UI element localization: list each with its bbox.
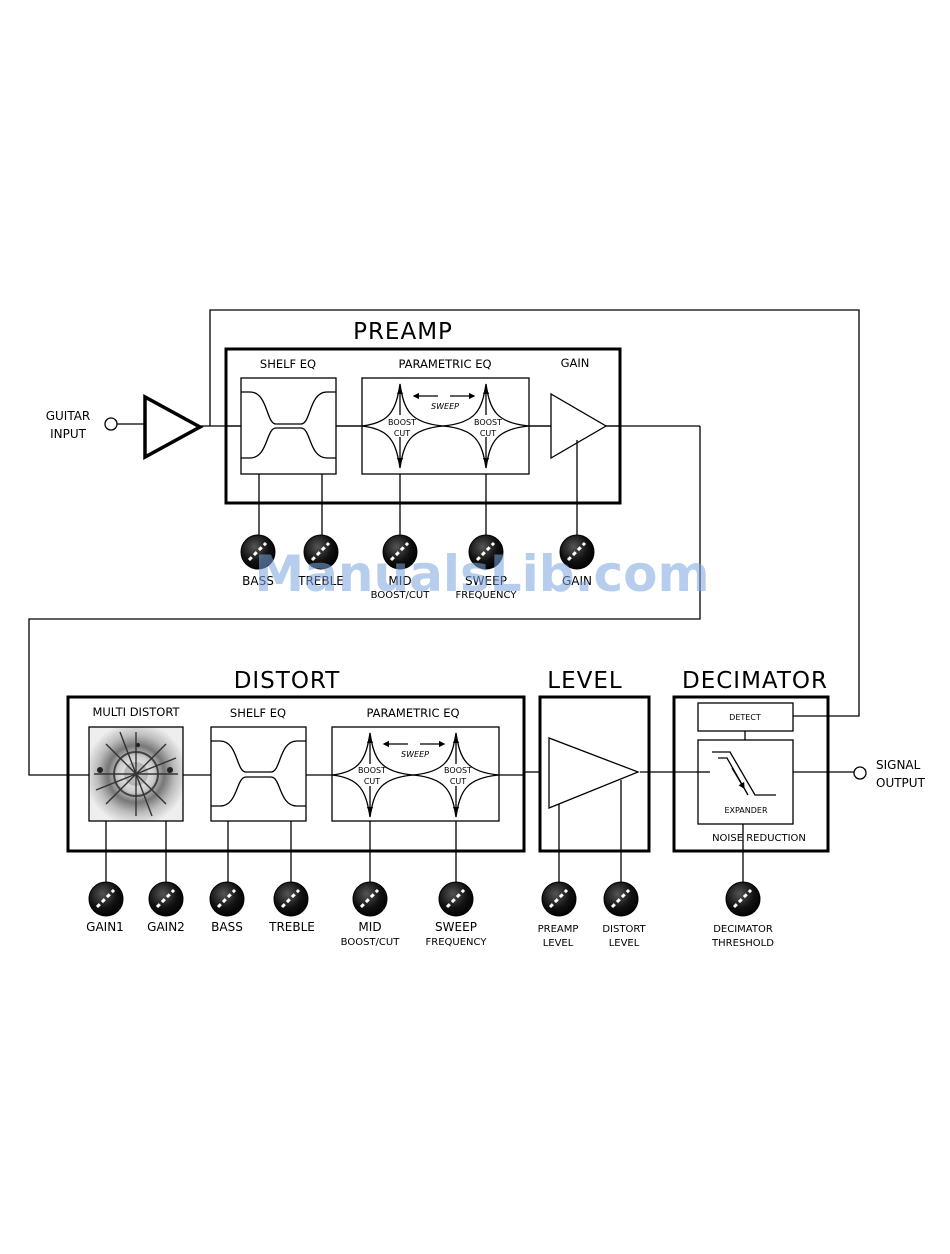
preamp-knob-label-mid: MID: [388, 574, 411, 588]
preamp-parametric-eq-graph: SWEEP BOOST CUT BOOST CUT: [361, 377, 530, 475]
preamp-boost-label-1: BOOST: [388, 418, 416, 427]
preamp-knob-label-sweep: SWEEP: [465, 574, 507, 588]
distort-knob-label-sweep: SWEEP: [435, 920, 477, 934]
input-jack-icon[interactable]: [104, 417, 118, 431]
preamp-level-knob[interactable]: [541, 881, 577, 917]
preamp-boost-label-2: BOOST: [474, 418, 502, 427]
preamp-title: PREAMP: [353, 319, 453, 345]
preamp-knob-label-sweep-2: FREQUENCY: [456, 590, 518, 601]
distort-cut-label-1: CUT: [364, 777, 380, 786]
preamp-knob-label-gain: GAIN: [562, 574, 592, 588]
preamp-section: PREAMP SHELF EQ PARAMETRIC EQ GAIN SWEEP…: [224, 319, 622, 540]
expander-box: [697, 739, 794, 825]
input-label-line1: GUITAR: [46, 409, 91, 423]
preamp-mid-knob[interactable]: [382, 534, 418, 570]
distort-mid-knob[interactable]: [352, 881, 388, 917]
preamp-knobs: BASS TREBLE MID BOOST/CUT SWEEP FREQUENC…: [240, 534, 595, 601]
distort-shelf-eq-label: SHELF EQ: [230, 706, 286, 720]
distort-gain1-knob[interactable]: [88, 881, 124, 917]
detect-box: [697, 702, 794, 732]
distort-knob-label-treble: TREBLE: [268, 920, 315, 934]
preamp-bass-knob[interactable]: [240, 534, 276, 570]
output-label-line1: SIGNAL: [876, 758, 921, 772]
preamp-treble-knob[interactable]: [303, 534, 339, 570]
multi-distort-label: MULTI DISTORT: [92, 705, 180, 719]
distort-bass-knob[interactable]: [209, 881, 245, 917]
signal-output: SIGNAL OUTPUT: [853, 758, 926, 790]
distort-knobs: GAIN1 GAIN2 BASS TREBLE MID BOOST/CUT SW…: [86, 881, 488, 948]
distort-cut-label-2: CUT: [450, 777, 466, 786]
distort-knob-label-sweep-2: FREQUENCY: [426, 937, 488, 948]
preamp-cut-label-2: CUT: [480, 429, 496, 438]
detect-label: DETECT: [729, 713, 761, 722]
level-block: [538, 695, 651, 853]
distort-level-knob[interactable]: [603, 881, 639, 917]
distort-knob-label-gain2: GAIN2: [147, 920, 185, 934]
preamp-gain-amp-icon: [550, 392, 608, 460]
level-knob-label-preamp-2: LEVEL: [543, 938, 574, 949]
level-title: LEVEL: [547, 668, 622, 694]
distort-knob-label-mid-2: BOOST/CUT: [341, 937, 401, 948]
guitar-input: GUITAR INPUT: [46, 394, 204, 460]
level-knob-label-preamp: PREAMP: [538, 924, 579, 935]
output-jack-icon[interactable]: [853, 766, 867, 780]
preamp-knob-label-bass: BASS: [242, 574, 274, 588]
level-knob-label-distort-2: LEVEL: [609, 938, 640, 949]
distort-parametric-eq-label: PARAMETRIC EQ: [366, 706, 459, 720]
distort-sweep-label: SWEEP: [401, 750, 429, 759]
preamp-knob-label-treble: TREBLE: [297, 574, 344, 588]
noise-reduction-label: NOISE REDUCTION: [712, 833, 806, 844]
distort-knob-label-gain1: GAIN1: [86, 920, 124, 934]
level-amp-icon: [548, 737, 640, 809]
preamp-sweep-knob[interactable]: [468, 534, 504, 570]
preamp-parametric-eq-label: PARAMETRIC EQ: [398, 357, 491, 371]
level-knob-label-distort: DISTORT: [602, 924, 646, 935]
distort-parametric-eq-graph: SWEEP BOOST CUT BOOST CUT: [331, 726, 500, 822]
distort-sweep-knob[interactable]: [438, 881, 474, 917]
decimator-title: DECIMATOR: [682, 668, 828, 694]
distort-shelf-eq-graph: [210, 726, 307, 822]
decimator-knob-label-2: THRESHOLD: [711, 938, 774, 949]
decimator-section: DECIMATOR DETECT EXPANDER NOISE REDUCTIO…: [672, 668, 830, 949]
distort-section: DISTORT MULTI DISTORT SHELF EQ PARAMETRI…: [66, 668, 526, 890]
expander-label: EXPANDER: [724, 806, 768, 815]
decimator-knob-label: DECIMATOR: [713, 924, 773, 935]
distort-boost-label-1: BOOST: [358, 766, 386, 775]
preamp-shelf-eq-label: SHELF EQ: [260, 357, 316, 371]
distort-gain2-knob[interactable]: [148, 881, 184, 917]
distort-block: [66, 695, 526, 853]
input-buffer-icon: [143, 394, 204, 460]
decimator-block: [672, 695, 830, 853]
preamp-cut-label-1: CUT: [394, 429, 410, 438]
watermark: ManualsLib.com: [254, 545, 709, 603]
distort-knob-label-bass: BASS: [211, 920, 243, 934]
preamp-knob-label-mid-2: BOOST/CUT: [371, 590, 431, 601]
distort-boost-label-2: BOOST: [444, 766, 472, 775]
input-label-line2: INPUT: [50, 427, 87, 441]
decimator-threshold-knob[interactable]: [725, 881, 761, 917]
preamp-gain-knob[interactable]: [559, 534, 595, 570]
multi-distort-image: [88, 726, 184, 822]
distort-knob-label-mid: MID: [358, 920, 381, 934]
level-section: LEVEL PREAMP LEVEL DISTORT LEVEL: [538, 668, 651, 949]
preamp-shelf-eq-graph: [240, 377, 337, 475]
distort-title: DISTORT: [234, 668, 341, 694]
preamp-gain-label: GAIN: [561, 356, 590, 370]
output-label-line2: OUTPUT: [876, 776, 926, 790]
distort-treble-knob[interactable]: [273, 881, 309, 917]
preamp-sweep-label: SWEEP: [431, 402, 459, 411]
